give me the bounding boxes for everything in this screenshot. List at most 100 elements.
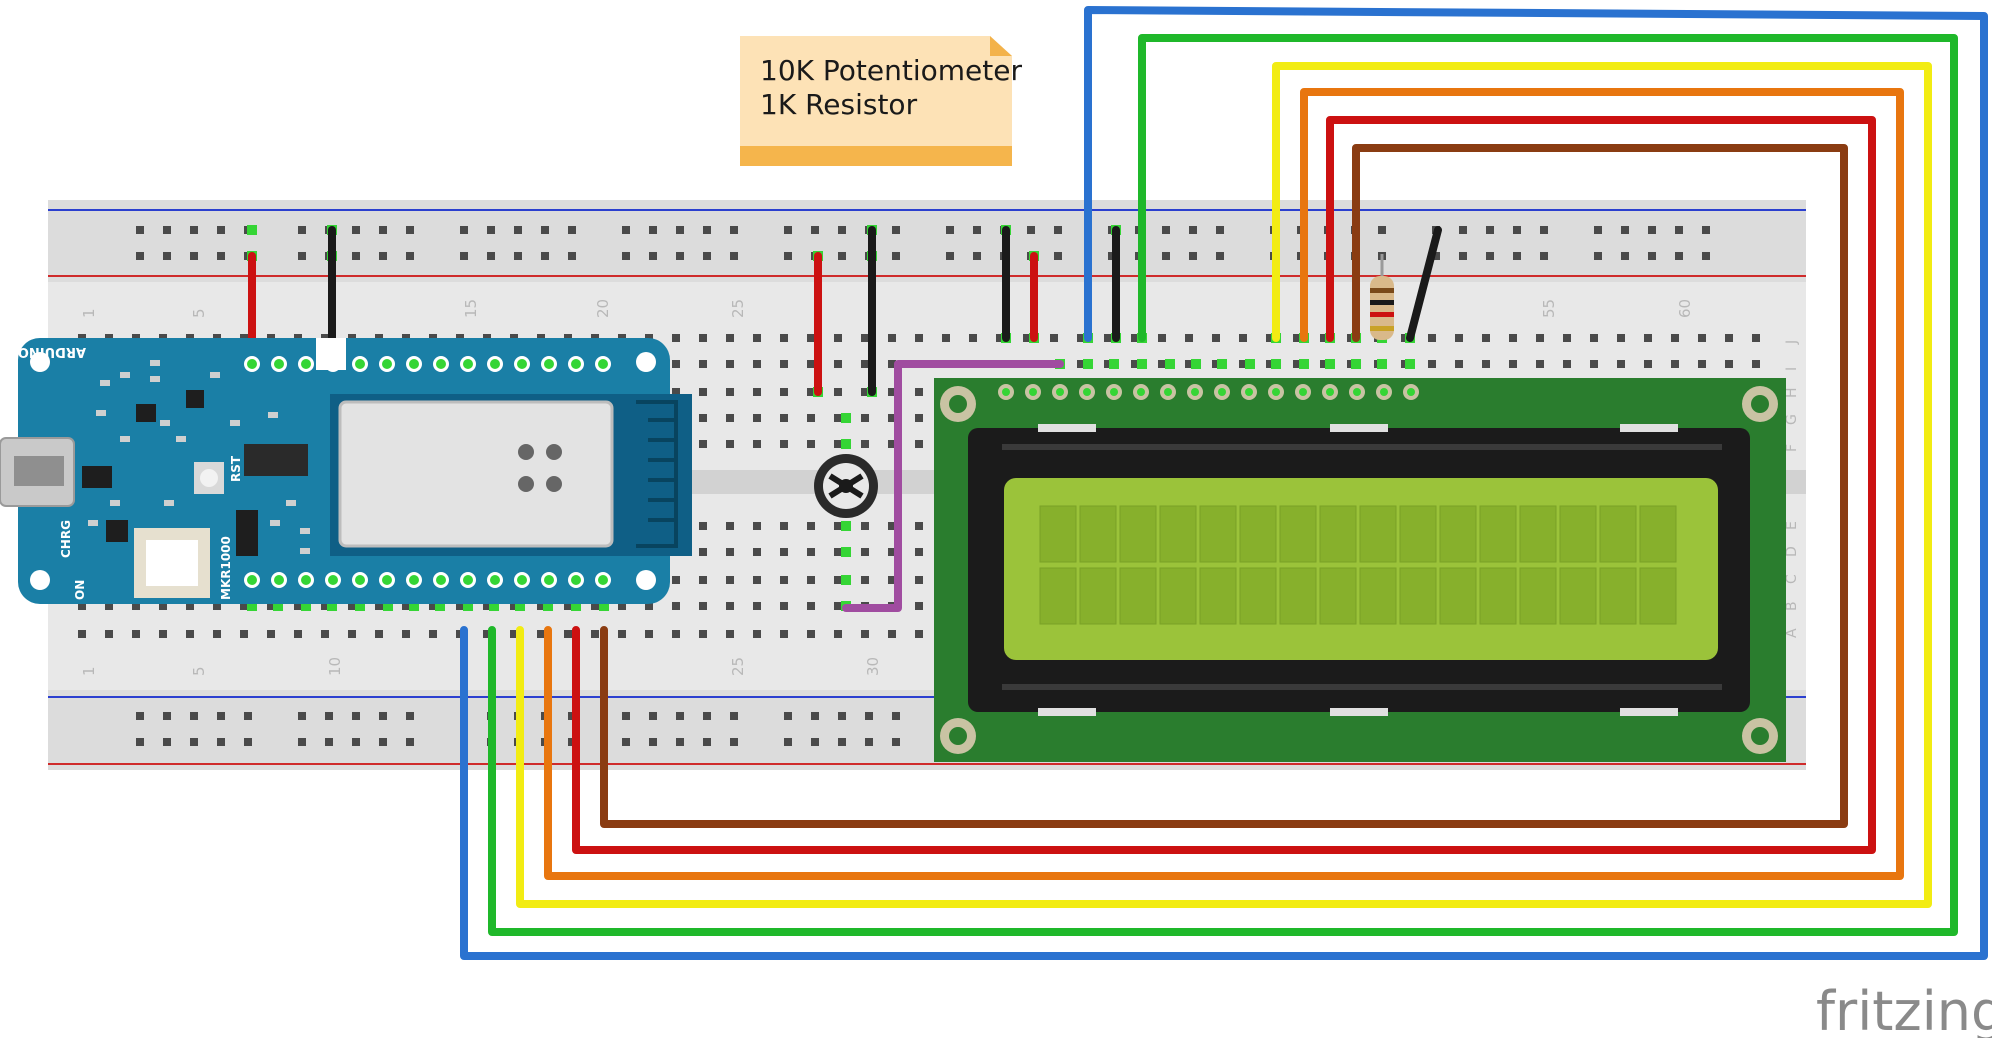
bb-row-A: A <box>1784 628 1800 638</box>
bb-hole <box>375 630 383 638</box>
bb-hole <box>375 602 383 610</box>
bb-hole <box>537 602 545 610</box>
lcd-cell <box>1199 567 1237 625</box>
bb-hole-connected <box>841 439 851 449</box>
bb-hole <box>672 334 680 342</box>
bb-hole <box>915 440 923 448</box>
bb-hole <box>1077 360 1085 368</box>
bb-rail-hole <box>136 226 144 234</box>
bb-rail-hole <box>163 712 171 720</box>
bb-hole <box>537 630 545 638</box>
bb-rail-hole <box>244 712 252 720</box>
bb-hole <box>834 440 842 448</box>
bb-hole <box>699 522 707 530</box>
bb-hole <box>915 602 923 610</box>
bb-hole <box>159 630 167 638</box>
bb-hole <box>834 360 842 368</box>
bb-rail-hole <box>1594 252 1602 260</box>
bb-hole <box>726 440 734 448</box>
bb-hole <box>726 548 734 556</box>
lcd-cell <box>1199 505 1237 563</box>
lcd-cell <box>1319 505 1357 563</box>
bb-hole <box>780 576 788 584</box>
lcd-cell <box>1039 567 1077 625</box>
mkr-pin-hole <box>355 359 365 369</box>
bb-hole <box>1239 360 1247 368</box>
bb-hole <box>834 414 842 422</box>
bb-hole <box>834 334 842 342</box>
bb-hole <box>807 440 815 448</box>
lcd-pin-hole <box>1245 388 1253 396</box>
lcd-cell <box>1359 505 1397 563</box>
bb-rail-hole <box>163 738 171 746</box>
wire-brown <box>600 144 1848 828</box>
bb-rail-hole <box>379 252 387 260</box>
bb-rail-hole <box>1486 252 1494 260</box>
lcd-cell <box>1079 567 1117 625</box>
bb-hole-connected <box>247 225 257 235</box>
bb-hole-connected <box>1245 359 1255 369</box>
bb-hole <box>834 576 842 584</box>
smd-part <box>176 436 186 442</box>
bb-hole <box>132 630 140 638</box>
bb-rail-hole <box>190 738 198 746</box>
bb-rail-hole <box>892 226 900 234</box>
bb-hole <box>807 522 815 530</box>
bb-hole <box>591 630 599 638</box>
mkr-pin-hole <box>517 359 527 369</box>
bb-hole <box>564 630 572 638</box>
bb-rail-hole <box>1378 226 1386 234</box>
bb-rail-hole <box>865 712 873 720</box>
bb-hole <box>807 414 815 422</box>
smd-part <box>160 420 170 426</box>
note-line-1: 10K Potentiometer <box>760 54 1022 87</box>
bb-hole <box>564 602 572 610</box>
bb-rail-hole <box>190 226 198 234</box>
bb-hole <box>1482 360 1490 368</box>
bb-rail-hole <box>1189 252 1197 260</box>
bb-hole <box>240 630 248 638</box>
bb-rail-hole <box>730 712 738 720</box>
bb-hole <box>861 440 869 448</box>
lcd-cell <box>1639 567 1677 625</box>
bb-hole <box>1509 360 1517 368</box>
bb-hole-connected <box>1165 359 1175 369</box>
bb-rail-hole <box>784 712 792 720</box>
lcd-pin-hole <box>1002 388 1010 396</box>
bb-hole-connected <box>1217 359 1227 369</box>
bb-hole <box>294 602 302 610</box>
smd-part <box>96 410 106 416</box>
bb-hole <box>1428 334 1436 342</box>
bb-hole <box>1563 360 1571 368</box>
bb-hole <box>186 602 194 610</box>
lcd-cell <box>1279 567 1317 625</box>
bb-rail-hole <box>649 226 657 234</box>
bb-hole-connected <box>1271 359 1281 369</box>
smd-part <box>300 548 310 554</box>
bb-hole <box>807 630 815 638</box>
jumper-purple <box>842 360 1064 612</box>
bb-hole <box>645 334 653 342</box>
lcd-pin-hole <box>1218 388 1226 396</box>
lcd-cell <box>1519 505 1557 563</box>
bb-hole <box>753 602 761 610</box>
bb-rail-hole <box>892 738 900 746</box>
lcd-16x2 <box>934 378 1786 762</box>
bb-num-top-15: 15 <box>462 299 480 318</box>
bb-rail-hole <box>298 738 306 746</box>
smd-part <box>286 500 296 506</box>
lcd-cell <box>1479 505 1517 563</box>
bb-rail-hole <box>1540 252 1548 260</box>
bb-hole-connected <box>273 601 283 611</box>
bb-hole <box>1698 334 1706 342</box>
bb-rail-hole <box>1621 226 1629 234</box>
mkr-pin-hole <box>517 575 527 585</box>
bb-rail-hole <box>325 738 333 746</box>
lcd-tab <box>1038 424 1096 432</box>
bb-hole <box>672 602 680 610</box>
bb-hole-connected <box>1377 359 1387 369</box>
arduino-chrg-label: CHRG <box>59 520 73 558</box>
lcd-header-pins <box>998 384 1678 716</box>
bb-rail-hole <box>622 226 630 234</box>
